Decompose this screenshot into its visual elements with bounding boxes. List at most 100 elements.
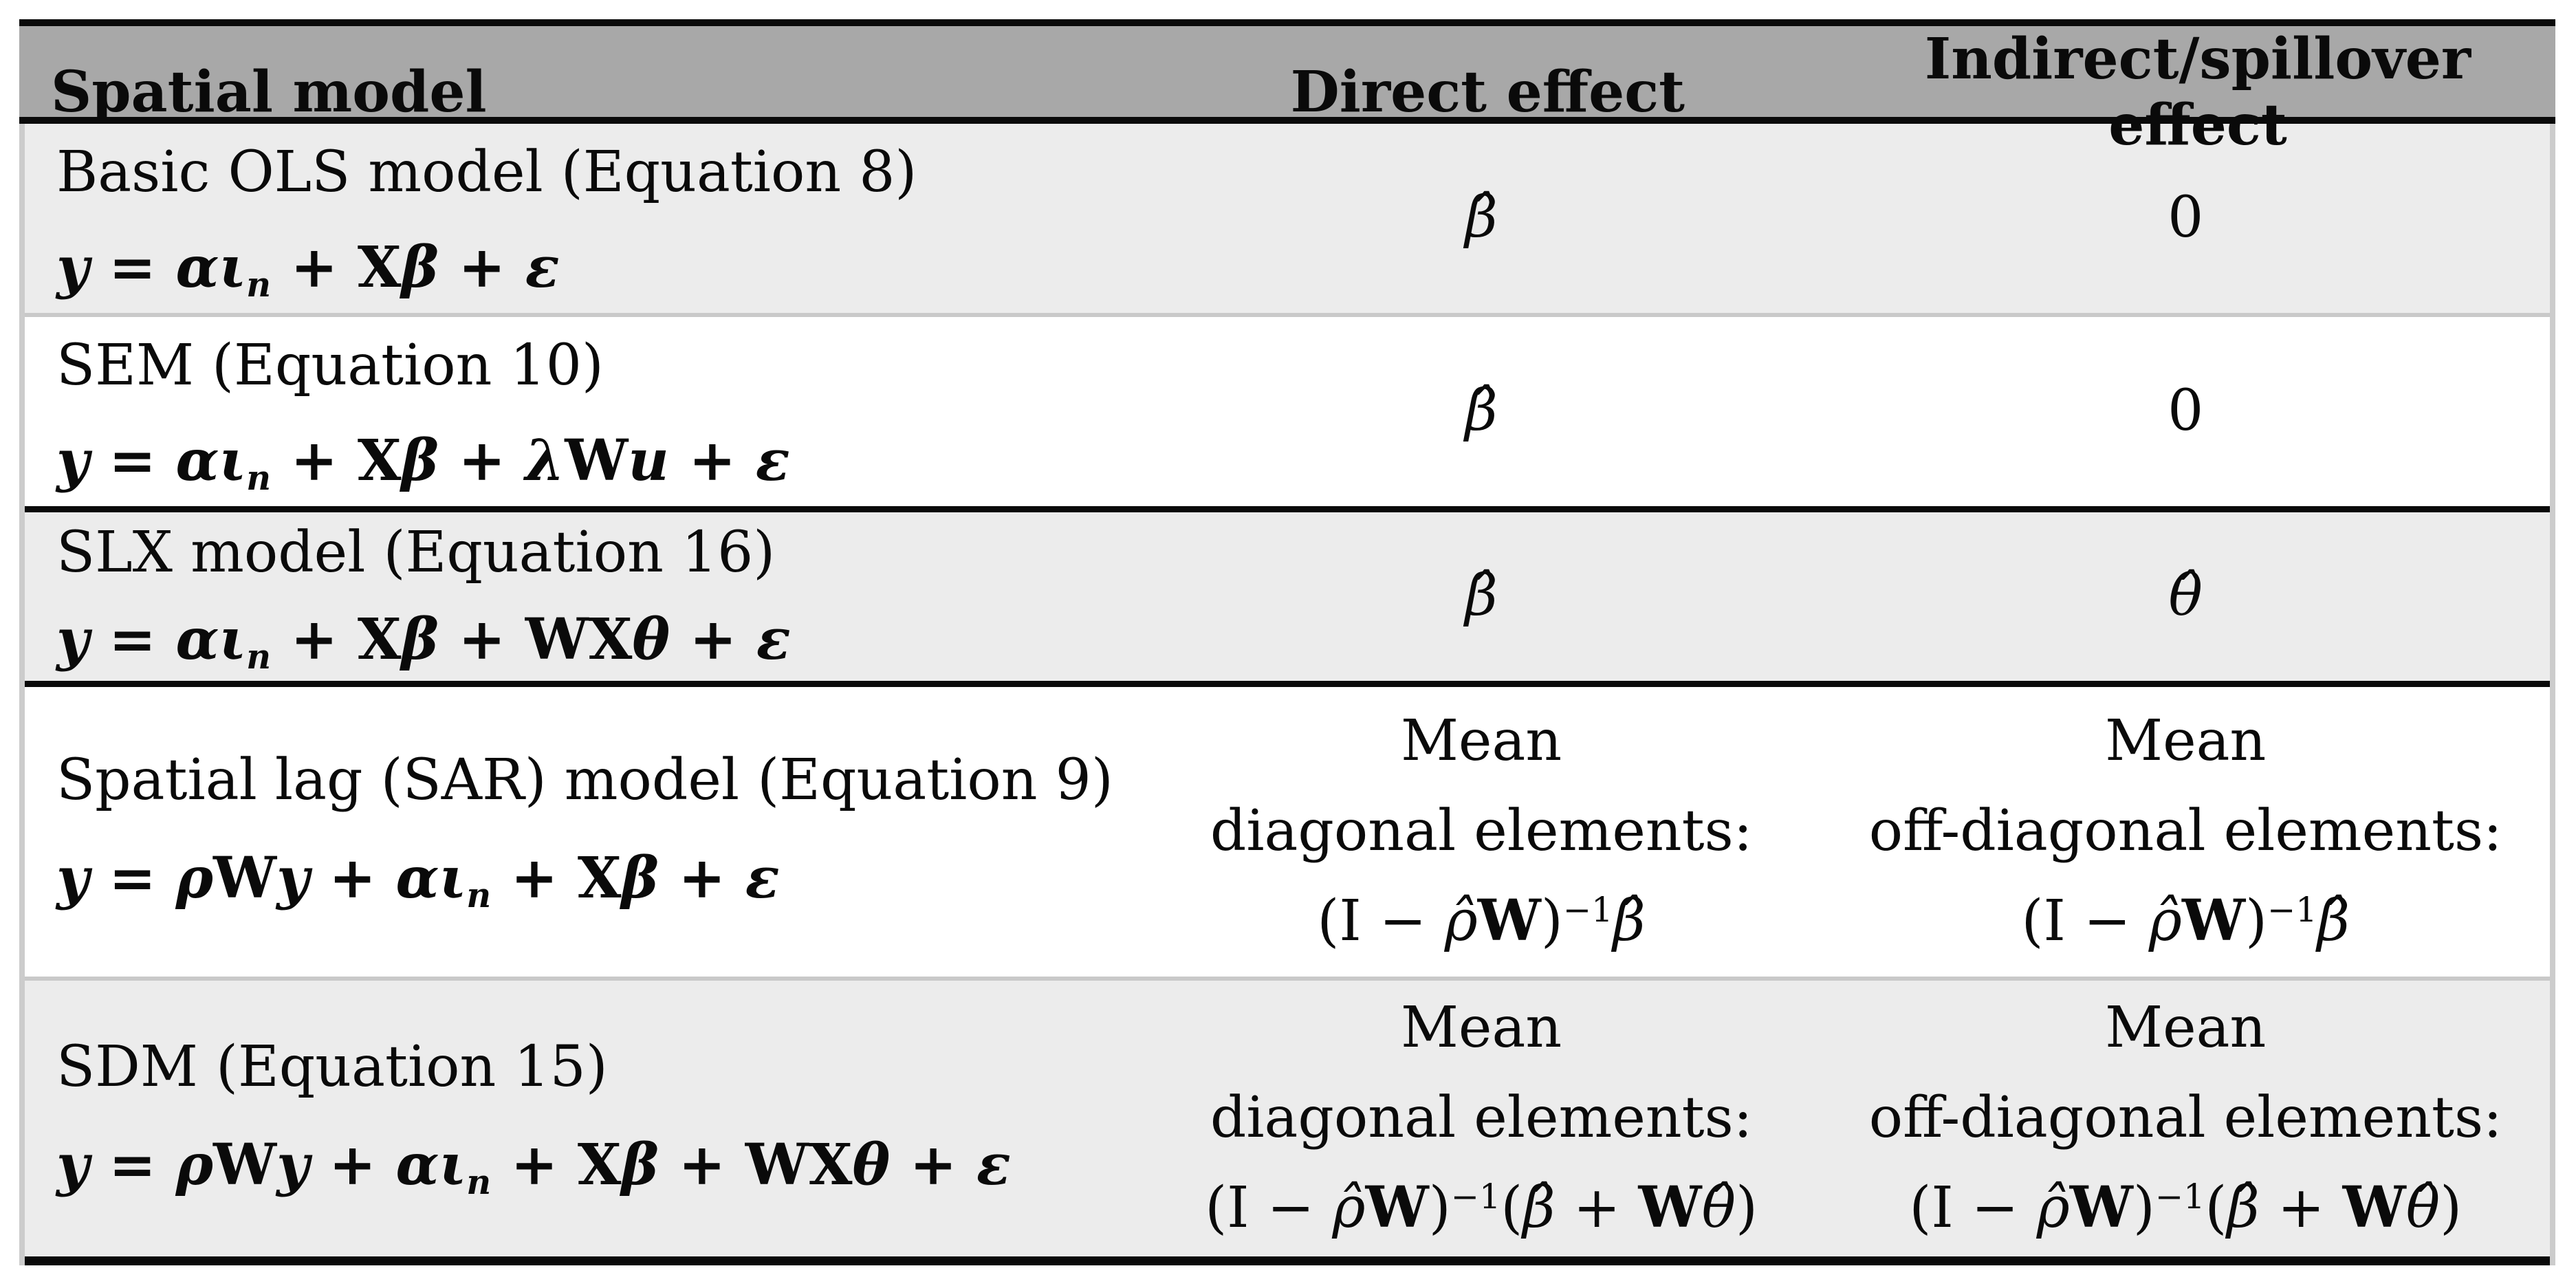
model-equation: y = ρWy + αιn + Xβ + ε xyxy=(56,847,1131,914)
direct-effect-cell: β̂ xyxy=(1131,512,1833,681)
math-token: β̂ xyxy=(1465,185,1498,251)
math-token: diagonal elements: xyxy=(1210,1085,1753,1151)
model-name: SDM (Equation 15) xyxy=(56,1034,608,1100)
direct-effect-cell: Mean diagonal elements: (I − ρ̂W)−1β̂ xyxy=(1131,687,1833,977)
math-token: θ̂ xyxy=(1701,1175,1736,1241)
math-token: Mean xyxy=(1400,995,1562,1061)
spatial-models-effects-table: Spatial model Direct effect Indirect/spi… xyxy=(19,19,2555,1265)
table-header-row: Spatial model Direct effect Indirect/spi… xyxy=(19,19,2555,158)
math-token: θ̂ xyxy=(2405,1175,2441,1241)
math-token: (I − xyxy=(1205,1175,1333,1241)
math-token: diagonal elements: xyxy=(1210,798,1753,864)
math-token: β + ε xyxy=(621,845,780,912)
math-token: θ̂ xyxy=(2168,563,2203,629)
math-token: −1 xyxy=(2267,890,2317,930)
math-token: θ + ε xyxy=(632,607,791,673)
math-token: u + ε xyxy=(628,428,790,494)
math-token: β + xyxy=(401,607,525,673)
math-token: ρ̂ xyxy=(2036,1175,2070,1241)
math-token: Mean xyxy=(2105,708,2267,774)
math-token: W xyxy=(1638,1175,1702,1241)
math-token: y = αι xyxy=(56,428,247,494)
math-token: ) xyxy=(1540,889,1563,955)
direct-effect-cell: β̂ xyxy=(1131,317,1833,506)
math-token: W xyxy=(1477,888,1541,955)
math-token: −1 xyxy=(2154,1177,2205,1217)
math-token: n xyxy=(246,636,271,677)
math-token: n xyxy=(246,264,271,305)
math-token: β + λ xyxy=(401,428,565,494)
math-token: β̂ xyxy=(2317,889,2350,955)
math-token: n xyxy=(466,1162,492,1202)
model-cell: SDM (Equation 15) y = ρWy + αιn + Xβ + W… xyxy=(25,981,1131,1256)
math-token: β̂ xyxy=(2227,1175,2260,1241)
math-token: X xyxy=(357,428,402,494)
model-equation: y = αιn + Xβ + λWu + ε xyxy=(56,430,1131,497)
math-token: + xyxy=(2259,1175,2343,1241)
math-token: y = αι xyxy=(56,607,247,673)
model-cell: SEM (Equation 10) y = αιn + Xβ + λWu + ε xyxy=(25,317,1131,506)
effect-line: Mean xyxy=(2105,708,2267,774)
model-name: Spatial lag (SAR) model (Equation 9) xyxy=(56,747,1113,813)
math-token: W xyxy=(2342,1175,2406,1241)
indirect-effect-cell: 0 xyxy=(1832,124,2539,313)
model-equation: y = ρWy + αιn + Xβ + WXθ + ε xyxy=(56,1134,1131,1201)
effect-line: β̂ xyxy=(1465,185,1498,251)
math-token: X xyxy=(357,607,402,673)
math-token: W xyxy=(2069,1175,2133,1241)
math-token: off-diagonal elements: xyxy=(1868,798,2502,864)
table-row-sdm: SDM (Equation 15) y = ρWy + αιn + Xβ + W… xyxy=(25,981,2550,1265)
math-token: WX xyxy=(745,1132,853,1199)
math-token: W xyxy=(565,428,629,494)
model-name: SLX model (Equation 16) xyxy=(56,520,776,585)
math-token: n xyxy=(246,457,271,498)
math-token: y = αι xyxy=(56,235,247,301)
math-token: X xyxy=(357,235,402,301)
model-equation: y = αιn + Xβ + ε xyxy=(56,237,1131,303)
header-indirect-effect: Indirect/spillover effect xyxy=(1924,26,2471,158)
math-token: ( xyxy=(2205,1175,2227,1241)
effect-line: (I − ρ̂W)−1β̂ xyxy=(1317,891,1645,952)
model-name: SEM (Equation 10) xyxy=(56,333,604,398)
model-name: Basic OLS model (Equation 8) xyxy=(56,140,917,205)
effect-line: Mean xyxy=(2105,997,2266,1059)
math-token: + xyxy=(271,235,358,301)
math-token: X xyxy=(577,845,622,912)
effect-line: 0 xyxy=(2168,187,2203,249)
effect-line: Mean xyxy=(1400,995,1562,1061)
math-token: (I − xyxy=(1909,1175,2037,1241)
table-row-slx: SLX model (Equation 16) y = αιn + Xβ + W… xyxy=(25,512,2550,687)
effect-line: off-diagonal elements: xyxy=(1868,798,2502,864)
math-token: β̂ xyxy=(1465,563,1498,629)
effect-line: (I − ρ̂W)−1(β̂ + Wθ̂) xyxy=(1205,1177,1758,1239)
direct-effect-cell: Mean diagonal elements: (I − ρ̂W)−1(β̂ + W… xyxy=(1131,981,1833,1256)
math-token: W xyxy=(212,1132,277,1199)
model-cell: SLX model (Equation 16) y = αιn + Xβ + W… xyxy=(25,512,1131,681)
math-token: ) xyxy=(1735,1175,1758,1241)
effect-line: Mean xyxy=(1401,710,1562,772)
math-token: ) xyxy=(2245,889,2268,955)
effect-line: θ̂ xyxy=(2168,563,2203,629)
math-token: ) xyxy=(2440,1175,2463,1241)
math-token: ρ̂ xyxy=(1444,889,1478,955)
indirect-effect-cell: 0 xyxy=(1832,317,2539,506)
table-row-sem: SEM (Equation 10) y = αιn + Xβ + λWu + ε… xyxy=(25,317,2550,512)
math-token: + xyxy=(1555,1175,1639,1241)
math-token: β + ε xyxy=(401,235,560,301)
math-token: n xyxy=(466,875,492,915)
math-token: y = ρ xyxy=(56,1132,213,1199)
effect-line: diagonal elements: xyxy=(1210,1085,1753,1151)
table-row-ols: Basic OLS model (Equation 8) y = αιn + X… xyxy=(25,124,2550,317)
math-token: W xyxy=(212,845,277,912)
indirect-effect-cell: θ̂ xyxy=(1832,512,2539,681)
effect-line: (I − ρ̂W)−1(β̂ + Wθ̂) xyxy=(1909,1177,2462,1239)
math-token: β̂ xyxy=(1465,378,1498,444)
math-token: y = ρ xyxy=(56,845,213,912)
math-token: X xyxy=(577,1132,622,1199)
table-row-sar: Spatial lag (SAR) model (Equation 9) y =… xyxy=(25,687,2550,981)
math-token: (I − xyxy=(2021,889,2149,955)
math-token: β + xyxy=(621,1132,745,1199)
effect-line: 0 xyxy=(2168,380,2203,442)
